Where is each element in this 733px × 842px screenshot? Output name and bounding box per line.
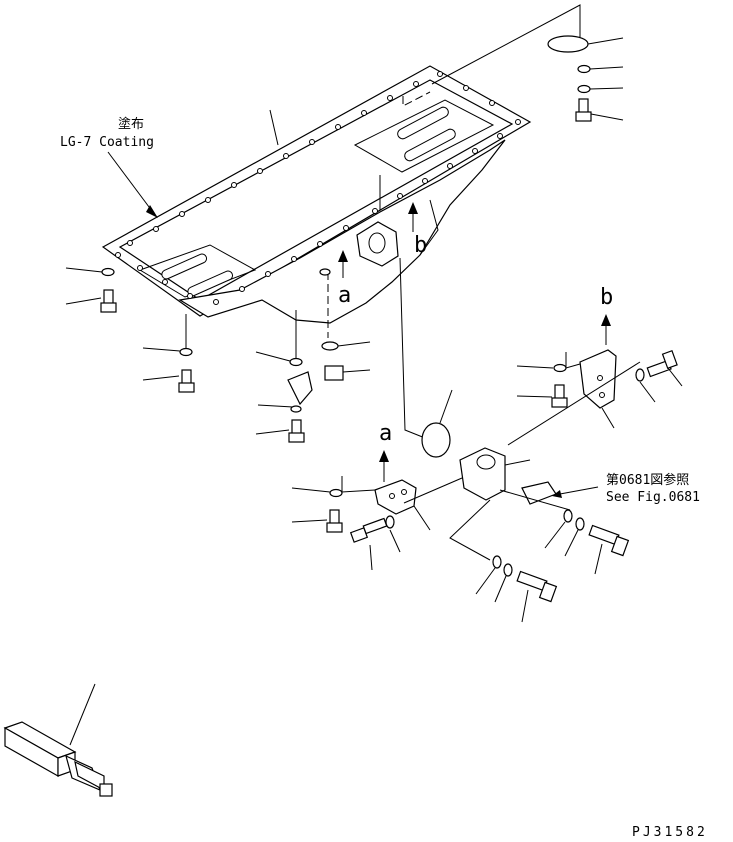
drain-plug [319,257,453,458]
coating-label-en: LG-7 Coating [60,135,154,150]
ref-label-en: See Fig.0681 [606,490,700,505]
arrow-b-bottom-label: b [600,285,613,310]
bracket-b: b [516,285,683,429]
reference-note: 第0681図参照 See Fig.0681 [552,472,700,505]
bracket-a: a [291,361,641,571]
installer-tool [3,683,113,797]
coating-label-jp: 塗布 [118,116,144,132]
ref-label-jp: 第0681図参照 [606,472,689,488]
flange-holes [115,71,521,305]
left-hardware [65,267,313,443]
top-right-hardware [547,35,624,122]
drawing-number: PJ31582 [632,825,708,840]
arrow-b-top-label: b [414,233,427,258]
lower-hardware [475,509,630,623]
arrow-a-top-label: a [338,283,351,308]
arrow-a-bottom-label: a [379,421,392,446]
coating-note: 塗布 LG-7 Coating [60,116,158,218]
oil-pan [101,4,581,324]
pan-arrows: a b [338,202,427,308]
